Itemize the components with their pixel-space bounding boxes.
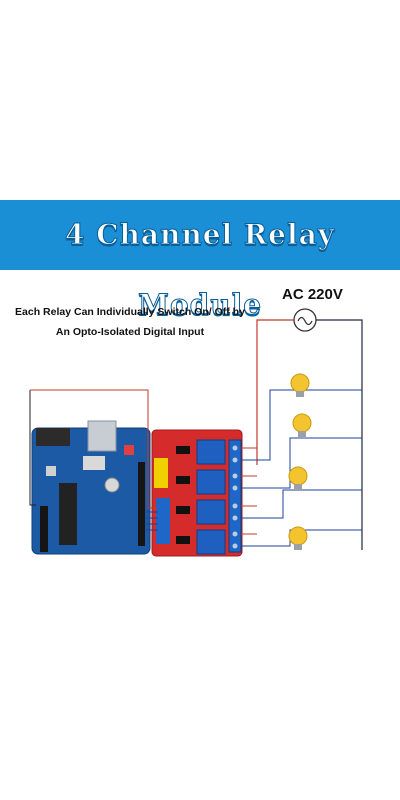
ac-voltage-label: AC 220V xyxy=(282,286,343,303)
bulb-icon xyxy=(288,466,308,490)
bulb-icon xyxy=(290,373,310,397)
bulb-icon xyxy=(288,526,308,550)
title-banner: 4 Channel Relay Module xyxy=(0,200,400,322)
supply-wires xyxy=(256,319,363,550)
wiring-diagram xyxy=(29,308,363,557)
description: Each Relay Can Individually Switch On/ O… xyxy=(0,302,260,342)
ac-sine-icon xyxy=(293,308,317,332)
relay-module-4ch xyxy=(151,429,243,557)
arduino-board xyxy=(31,420,151,555)
description-line-1: Each Relay Can Individually Switch On/ O… xyxy=(15,306,245,318)
description-line-2: An Opto-Isolated Digital Input xyxy=(55,326,205,338)
banner-title: 4 Channel Relay Module xyxy=(64,218,336,322)
signal-wires xyxy=(29,389,158,531)
bulb-icon xyxy=(292,413,312,437)
